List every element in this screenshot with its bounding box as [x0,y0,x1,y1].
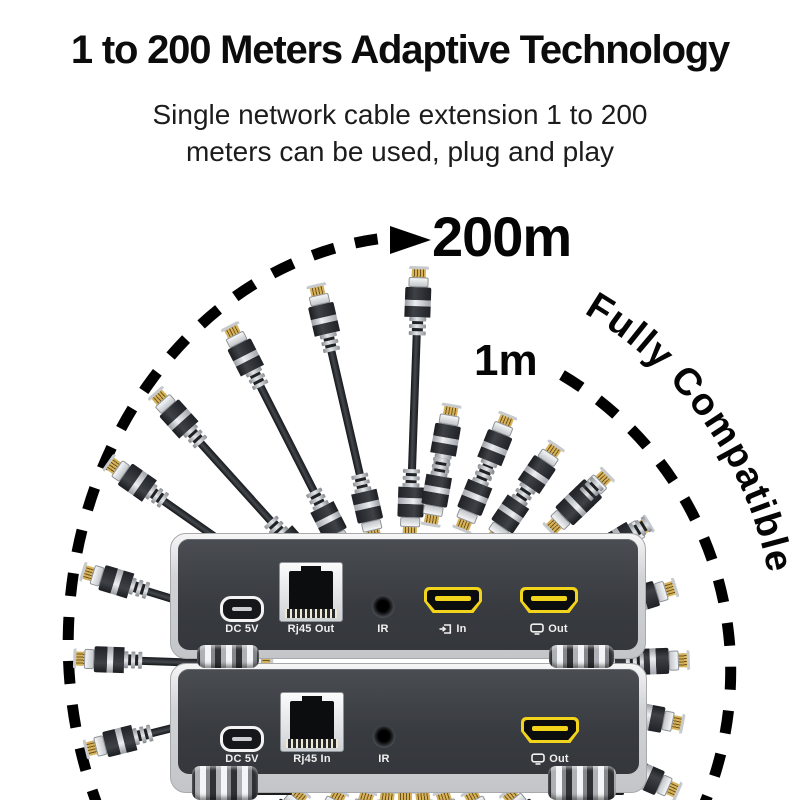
transmitter-right-foot [549,645,614,668]
rj45-pins [286,739,338,748]
port-label: IR [377,623,389,635]
cable-rod [252,375,323,503]
ir-port-group: IR [333,539,433,650]
hdmi-out-port-group: Out [500,669,600,774]
port-label: IR [378,753,390,765]
rj45-plug-outer [218,319,272,392]
ir-jack [371,595,395,618]
ir-jack [372,725,396,748]
hdmi-out-port [521,717,579,743]
rj45-clip-notch [301,566,321,574]
port-label: Rj45 Out [287,623,335,635]
rj45-port-group: Rj45 In [262,669,362,774]
usb-c-port [220,596,264,622]
stand-line-left [228,792,292,795]
rj45-plug-outer [145,383,210,452]
display-icon [530,623,545,635]
rj45-port-group: Rj45 Out [261,539,361,650]
max-distance-label: 200m [432,205,572,268]
transmitter-front-panel: DC 5V Rj45 Out IR [178,539,638,650]
hdmi-out-port-group: Out [499,539,599,650]
usb-c-port-group: DC 5V [192,669,292,774]
port-label: In [403,623,503,635]
receiver-front-panel: DC 5V Rj45 In IR [178,669,639,774]
min-distance-label: 1m [474,336,538,385]
rj45-clip-notch [302,696,322,704]
rj45-cavity [289,571,333,611]
page-subtitle: Single network cable extension 1 to 200 … [0,96,800,170]
hdmi-slot [435,596,471,601]
rj45-pins [285,609,337,618]
port-label: DC 5V [225,623,259,635]
hdmi-in-label: In [456,623,467,635]
hdmi-out-label: Out [549,753,569,765]
hdmi-in-port [424,587,482,613]
rj45-cavity [290,701,334,741]
hdmi-out-label: Out [548,623,568,635]
hdmi-in-icon [439,624,452,634]
hdmi-slot [531,596,567,601]
dashed-arc-left [62,232,386,800]
ir-port-group: IR [334,669,434,774]
rj45-port [280,692,344,752]
hdmi-in-port-group: In [403,539,503,650]
hdmi-slot [532,726,568,731]
receiver-right-foot [548,766,616,800]
arrow-right-icon [390,226,431,254]
display-icon [531,753,546,765]
port-label: Rj45 In [293,753,331,765]
subtitle-line-2: meters can be used, plug and play [185,136,615,167]
port-label: Out [500,753,600,765]
usb-c-port-group: DC 5V [192,539,292,650]
rj45-plug-outer [100,451,171,512]
page-title: 1 to 200 Meters Adaptive Technology [70,28,730,72]
port-label: Out [499,623,599,635]
usb-c-port [220,726,264,752]
port-label: DC 5V [225,753,259,765]
rj45-plug-outer [82,721,155,763]
rj45-plug-outer [404,265,432,336]
cable-rod [325,339,367,486]
rj45-plug-outer [303,281,344,354]
hdmi-out-port [520,587,578,613]
rj45-plug-outer [72,645,143,674]
subtitle-line-1: Single network cable extension 1 to 200 [152,99,648,130]
receiver-left-foot [192,766,258,800]
rj45-plug-outer [78,559,152,604]
transmitter-left-foot [197,645,259,668]
extender-transmitter: DC 5V Rj45 Out IR [170,533,646,659]
rj45-port [279,562,343,622]
cable-rod [407,324,422,481]
